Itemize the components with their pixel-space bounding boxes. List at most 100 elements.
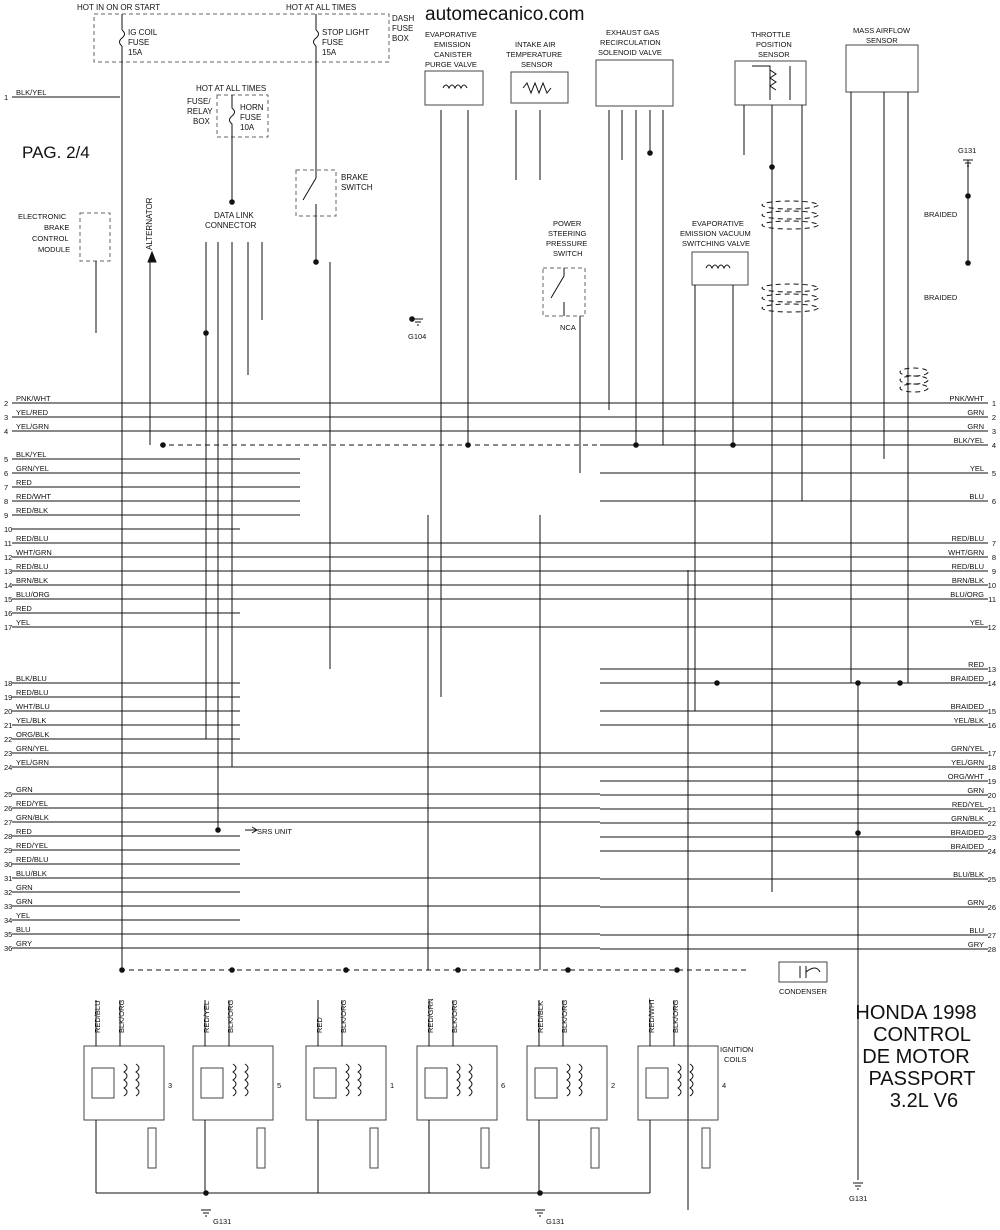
right-wire-color: BRAIDED [951, 842, 985, 851]
right-wire-color: GRY [968, 940, 984, 949]
left-wire-number: 11 [4, 539, 12, 548]
left-wire-number: 29 [4, 846, 12, 855]
ignition-coil-winding [677, 1063, 694, 1097]
coil-wire1-color: RED/YEL [202, 1001, 211, 1033]
diagram-title: HONDA 1998 CONTROL DE MOTOR PASSPORT 3.2… [855, 1002, 976, 1112]
left-wire-color: BLK/BLU [16, 674, 47, 683]
left-wire-number: 34 [4, 916, 12, 925]
left-wire-number: 31 [4, 874, 12, 883]
maf-label-2: SENSOR [866, 36, 898, 45]
tps-label-2: POSITION [756, 40, 792, 49]
right-wire-color: BRAIDED [951, 828, 985, 837]
left-wire-number: 13 [4, 567, 12, 576]
srs-arrow [245, 826, 258, 834]
ig-coil-fuse-label-3: 15A [128, 48, 143, 57]
coil-wire2-color: BLK/ORG [671, 999, 680, 1033]
ebcm-label-4: MODULE [38, 245, 70, 254]
iat-label-2: TEMPERATURE [506, 50, 562, 59]
left-wire-color: GRN [16, 897, 33, 906]
right-wire-number: 14 [988, 679, 996, 688]
ignition-coil-core [200, 1067, 224, 1099]
left-wire-number: 23 [4, 749, 12, 758]
right-wire-number: 16 [988, 721, 996, 730]
ignition-coil-winding [345, 1063, 362, 1097]
iat-resistor [522, 81, 552, 95]
condenser: CONDENSER [778, 961, 828, 996]
tps-label-3: SENSOR [758, 50, 790, 59]
right-wire-color: WHT/GRN [948, 548, 984, 557]
left-wire-number: 25 [4, 790, 12, 799]
ignition-coil-core [313, 1067, 337, 1099]
right-wire-number: 2 [992, 413, 996, 422]
left-wire-color: ORG/BLK [16, 730, 49, 739]
right-wire-color: BRAIDED [951, 674, 985, 683]
ebcm-label-3: CONTROL [32, 234, 69, 243]
tps-label-1: THROTTLE [751, 30, 791, 39]
spark-plug [701, 1127, 711, 1169]
left-wire-color: YEL [16, 911, 30, 920]
junction-dot [229, 199, 235, 205]
alternator-label: ALTERNATOR [145, 197, 154, 250]
title-line-5: 3.2L V6 [890, 1090, 958, 1112]
g104-label: G104 [408, 332, 426, 341]
iat-label-3: SENSOR [521, 60, 553, 69]
left-wire-number: 35 [4, 930, 12, 939]
data-link-label-1: DATA LINK [214, 211, 254, 220]
left-wire-color: BLU/ORG [16, 590, 50, 599]
ignition-coil-box [526, 1045, 608, 1121]
right-wire-number: 24 [988, 847, 996, 856]
junction-dot [769, 164, 775, 170]
left-wire-color: YEL [16, 618, 30, 627]
spark-plug [147, 1127, 157, 1169]
junction-dot [674, 967, 680, 973]
evap-purge-label-1: EVAPORATIVE [425, 30, 477, 39]
ignition-coil-box [83, 1045, 165, 1121]
ground-symbol [535, 1209, 545, 1217]
stop-light-fuse-symbol [313, 14, 319, 62]
dash-fuse-box: HOT IN ON OR START HOT AT ALL TIMES DASH… [77, 3, 414, 63]
right-wire-number: 22 [988, 819, 996, 828]
right-wire-color: GRN [967, 786, 984, 795]
left-wire-number: 16 [4, 609, 12, 618]
left-wire-number: 27 [4, 818, 12, 827]
left-wire-color: BRN/BLK [16, 576, 48, 585]
psps-label-4: SWITCH [553, 249, 583, 258]
page-label: PAG. 2/4 [22, 143, 90, 162]
junction-dot [465, 442, 471, 448]
right-wire-number: 17 [988, 749, 996, 758]
left-wire-color: RED/WHT [16, 492, 51, 501]
ebcm-label-2: BRAKE [44, 223, 69, 232]
data-link-connector: DATA LINK CONNECTOR [205, 211, 257, 230]
evap-purge-label-3: CANISTER [434, 50, 473, 59]
left-wire-number: 5 [4, 455, 8, 464]
right-wire-number: 5 [992, 469, 996, 478]
right-wire-color: PNK/WHT [949, 394, 984, 403]
ground-symbol [853, 1182, 863, 1190]
left-wire-number: 15 [4, 595, 12, 604]
left-wire-color: BLU/BLK [16, 869, 47, 878]
left-wire-number: 19 [4, 693, 12, 702]
stop-light-fuse-label-1: STOP LIGHT [322, 28, 369, 37]
right-wire-number: 23 [988, 833, 996, 842]
coil-wire2-color: BLK/ORG [117, 999, 126, 1033]
right-wire-color: RED/BLU [951, 534, 984, 543]
title-line-1: HONDA 1998 [855, 1002, 976, 1024]
left-wire-color: RED/BLK [16, 506, 48, 515]
hot-all-times-label: HOT AT ALL TIMES [286, 3, 356, 12]
ignition-coils-label-1: IGNITION [720, 1045, 753, 1054]
left-wire-color: GRN/YEL [16, 744, 49, 753]
ignition-coil-box [637, 1045, 719, 1121]
right-wire-number: 4 [992, 441, 996, 450]
ignition-coils-label-2: COILS [724, 1055, 747, 1064]
title-line-4: PASSPORT [868, 1068, 975, 1090]
right-wire-color: GRN/BLK [951, 814, 984, 823]
left-wire-color: YEL/BLK [16, 716, 46, 725]
left-wire-number: 22 [4, 735, 12, 744]
left-wire-number: 20 [4, 707, 12, 716]
ground-symbol [413, 318, 423, 326]
fuse-relay-box-label-1: FUSE/ [187, 97, 211, 106]
evap-vac-coil [705, 264, 731, 270]
